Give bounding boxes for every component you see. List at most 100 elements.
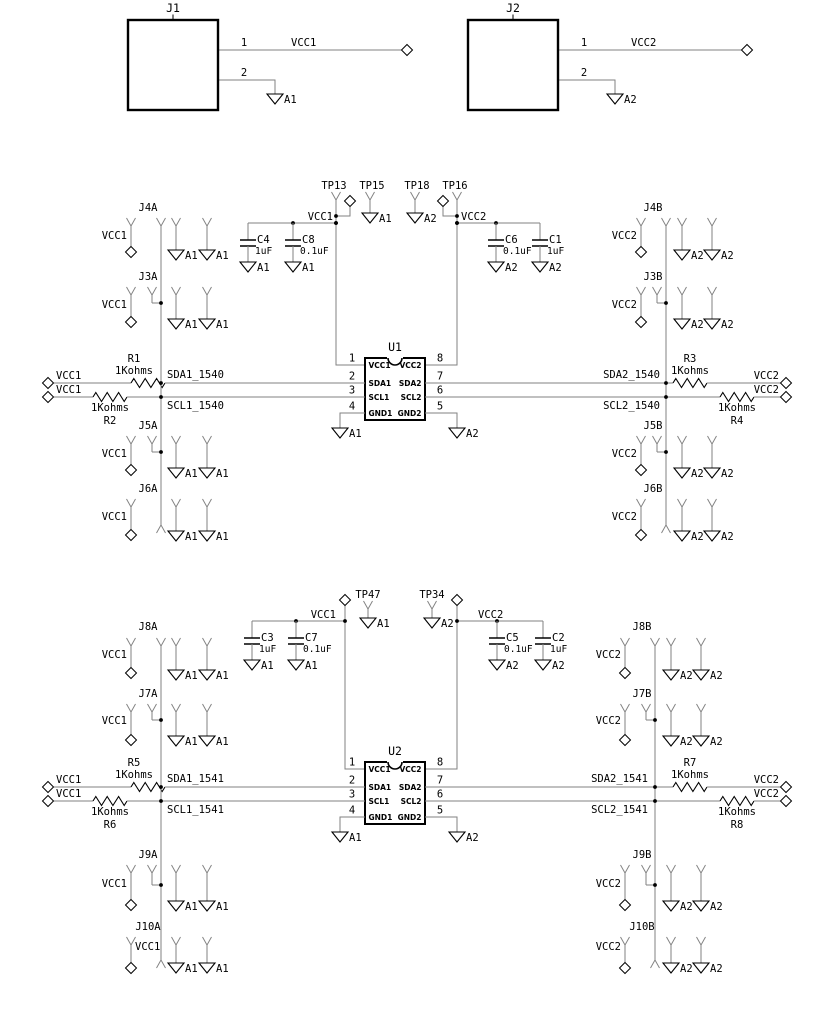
ground-net-label: A2 — [506, 660, 519, 672]
ground-net-label: A1 — [349, 832, 362, 844]
ic-box — [364, 761, 426, 825]
pin-symbol — [677, 217, 683, 227]
power-net-label: VCC2 — [754, 774, 779, 786]
ground-symbol — [530, 261, 550, 273]
connector-ref: J10B — [629, 921, 654, 933]
pin-symbol — [202, 864, 208, 874]
pin-name: SDA2 — [399, 379, 422, 388]
ground-net-label: A2 — [721, 468, 734, 480]
ic-notch — [387, 357, 403, 366]
connector-ref: J8A — [139, 621, 159, 633]
pin-symbol — [206, 703, 212, 713]
net-label: VCC1 — [291, 37, 316, 49]
component-value: 1Kohms — [718, 806, 756, 818]
junction-dot — [664, 395, 668, 399]
pin-symbol — [620, 703, 626, 713]
net-label: SCL1_1540 — [167, 400, 224, 412]
connector-ref: J4B — [644, 202, 663, 214]
net-label: SCL2_1540 — [603, 400, 660, 412]
pin-number: 6 — [437, 789, 443, 801]
pin-symbol — [175, 864, 181, 874]
power-net-label: VCC2 — [461, 211, 486, 223]
pin-symbol — [624, 703, 630, 713]
ground-symbol — [166, 962, 186, 974]
ground-symbol — [661, 900, 681, 912]
pin-symbol — [160, 637, 166, 647]
pin-symbol — [636, 217, 642, 227]
pin-name: SCL1 — [369, 393, 390, 402]
pin-symbol — [175, 703, 181, 713]
pin-symbol — [636, 286, 642, 296]
port-diamond — [618, 666, 632, 680]
junction-dot — [455, 221, 459, 225]
pin-symbol — [656, 435, 662, 445]
pin-symbol — [641, 703, 647, 713]
pin-symbol — [640, 217, 646, 227]
connector-ref: J6B — [644, 483, 663, 495]
pin-symbol — [206, 498, 212, 508]
ground-net-label: A2 — [505, 262, 518, 274]
pin-name: SCL1 — [369, 797, 390, 806]
pin-symbol — [171, 498, 177, 508]
pin-symbol — [126, 864, 132, 874]
ground-symbol — [672, 318, 692, 330]
pin-symbol — [369, 191, 375, 201]
junction-dot — [334, 214, 338, 218]
component-value: 1Kohms — [115, 769, 153, 781]
pin-symbol — [414, 191, 420, 201]
ground-symbol — [691, 900, 711, 912]
connector-ref: J9B — [633, 849, 652, 861]
ground-symbol — [283, 261, 303, 273]
ground-symbol — [605, 93, 625, 105]
pin-symbol — [650, 959, 656, 969]
ground-net-label: A2 — [721, 319, 734, 331]
pin-symbol — [130, 637, 136, 647]
testpoint-ref: TP15 — [359, 180, 384, 192]
ground-net-label: A2 — [624, 94, 637, 106]
testpoint-ref: TP18 — [404, 180, 429, 192]
pin-symbol — [645, 703, 651, 713]
pin-symbol — [666, 864, 672, 874]
pin-number: 5 — [437, 805, 443, 817]
ground-symbol — [702, 249, 722, 261]
pin-symbol — [696, 864, 702, 874]
pin-symbol — [677, 286, 683, 296]
ground-symbol — [358, 617, 378, 629]
pin-symbol — [367, 600, 373, 610]
power-net-label: VCC2 — [612, 448, 637, 460]
ground-net-label: A1 — [216, 670, 229, 682]
component-value: 1Kohms — [115, 365, 153, 377]
ground-symbol — [166, 249, 186, 261]
ground-net-label: A1 — [349, 428, 362, 440]
component-value: 0.1uF — [503, 246, 532, 257]
power-net-label: VCC1 — [56, 788, 81, 800]
pin-name: SDA1 — [369, 379, 392, 388]
net-label: SCL1_1541 — [167, 804, 224, 816]
pin-symbol — [126, 936, 132, 946]
ground-net-label: A2 — [710, 736, 723, 748]
pin-symbol — [130, 435, 136, 445]
junction-dot — [159, 718, 163, 722]
ground-net-label: A2 — [710, 901, 723, 913]
ground-symbol — [242, 659, 262, 671]
junction-dot — [159, 381, 163, 385]
ground-symbol — [661, 962, 681, 974]
power-net-label: VCC1 — [102, 878, 127, 890]
ground-net-label: A1 — [216, 319, 229, 331]
pin-symbol — [427, 600, 433, 610]
ground-net-label: A2 — [424, 213, 437, 225]
component-value: 1Kohms — [671, 769, 709, 781]
ground-symbol — [691, 735, 711, 747]
power-net-label: VCC1 — [102, 230, 127, 242]
resistor-symbol — [92, 391, 128, 403]
pin-symbol — [431, 600, 437, 610]
pin-number: 6 — [437, 385, 443, 397]
port-diamond — [618, 733, 632, 747]
port-diamond — [124, 245, 138, 259]
port-diamond — [618, 961, 632, 975]
pin-symbol — [640, 286, 646, 296]
resistor-symbol — [672, 781, 708, 793]
power-net-label: VCC2 — [596, 715, 621, 727]
pin-symbol — [202, 286, 208, 296]
ground-symbol — [447, 831, 467, 843]
